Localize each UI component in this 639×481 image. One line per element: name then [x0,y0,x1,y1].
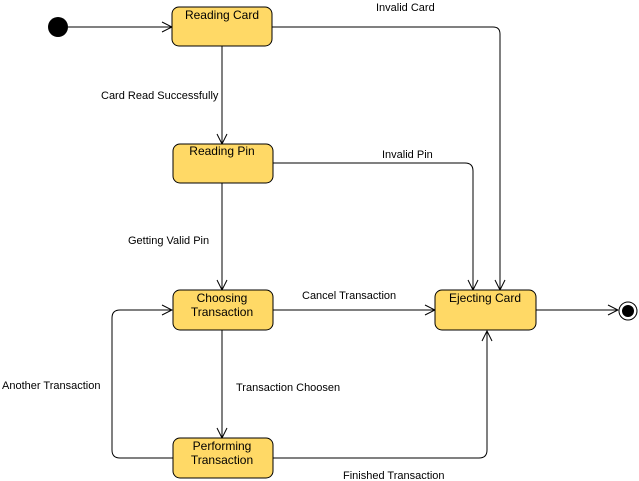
state-choosing-transaction-label-line1: Choosing [197,291,248,305]
label-another-transaction: Another Transaction [2,380,100,392]
state-choosing-transaction[interactable]: Choosing Transaction [172,289,274,331]
label-cancel-transaction: Cancel Transaction [302,290,396,302]
state-performing-transaction-label-line1: Performing [193,439,252,453]
edge-another-transaction [111,310,173,459]
label-invalid-card: Invalid Card [376,2,435,14]
state-choosing-transaction-label-line2: Transaction [191,305,253,319]
edge-invalid-pin [273,162,473,290]
state-performing-transaction[interactable]: Performing Transaction [172,437,274,479]
edge-invalid-card [272,26,500,290]
state-performing-transaction-label-line2: Transaction [191,453,253,467]
label-invalid-pin: Invalid Pin [382,149,433,161]
state-ejecting-card[interactable]: Ejecting Card [434,289,537,331]
state-reading-card[interactable]: Reading Card [171,6,273,47]
state-ejecting-card-label: Ejecting Card [449,291,521,305]
edge-finished-transaction [273,331,487,459]
label-transaction-choosen: Transaction Choosen [236,382,340,394]
label-getting-valid-pin: Getting Valid Pin [128,235,209,247]
initial-node [48,17,68,37]
state-reading-pin[interactable]: Reading Pin [172,143,274,184]
state-reading-card-label: Reading Card [185,8,259,22]
label-finished-transaction: Finished Transaction [343,470,445,481]
final-node [618,301,638,321]
state-reading-pin-label: Reading Pin [189,144,254,158]
label-card-read-successfully: Card Read Successfully [101,90,219,102]
